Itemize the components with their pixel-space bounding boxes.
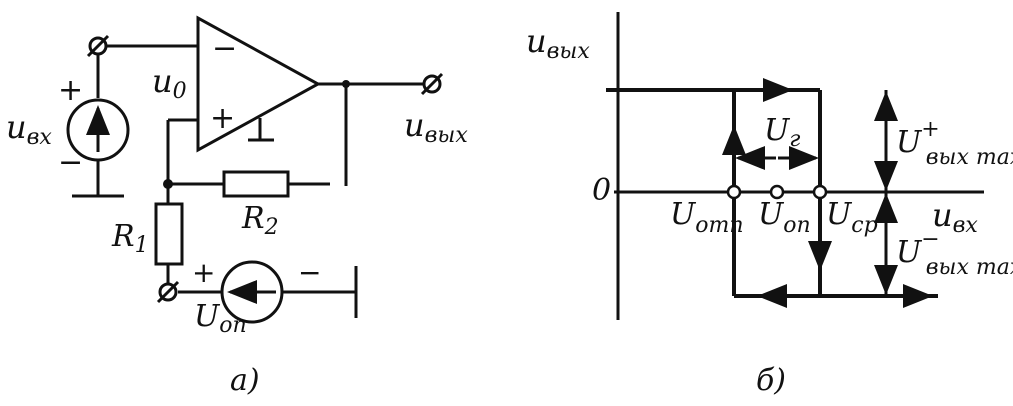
label-x-axis: uвх [932, 196, 978, 238]
label-r1: R1 [111, 219, 149, 258]
label-r2: R2 [241, 201, 279, 240]
label-u-off: Uотп [670, 197, 744, 238]
r1-resistor [154, 202, 184, 266]
caption-a: a) [230, 363, 260, 398]
label-u-hyst: Uг [764, 113, 800, 152]
label-origin: 0 [592, 173, 611, 208]
caption-b: б) [756, 363, 786, 398]
label-u-ref: Uоп [194, 299, 247, 338]
direction-arrows [722, 78, 933, 308]
src-in-plus: + [58, 73, 83, 108]
src-in-minus: − [58, 145, 83, 180]
src-ref-minus: − [298, 256, 321, 289]
point-u-ref [769, 184, 785, 200]
label-u-max-neg: U−вых max [896, 227, 1013, 280]
label-u-ref-b: Uоп [758, 197, 811, 238]
src-ref-plus: + [192, 256, 215, 289]
feedback-node-dot [163, 179, 173, 189]
opamp-minus-sign: − [212, 31, 237, 66]
label-y-axis: uвых [526, 22, 590, 64]
terminals [86, 34, 444, 304]
panel-a-schematic [66, 15, 424, 324]
label-u0: u0 [152, 62, 187, 104]
label-u-out: uвых [404, 106, 468, 148]
opamp-plus-sign: + [210, 101, 235, 136]
label-u-in: uвх [6, 108, 52, 150]
output-node-dot [342, 80, 350, 88]
label-u-max-pos: U+вых max [896, 117, 1013, 170]
threshold-points [726, 184, 828, 200]
point-u-off [726, 184, 742, 200]
r2-resistor [222, 170, 290, 198]
point-u-on [812, 184, 828, 200]
opamp-triangle [196, 15, 322, 153]
label-u-on: Uср [826, 197, 878, 238]
